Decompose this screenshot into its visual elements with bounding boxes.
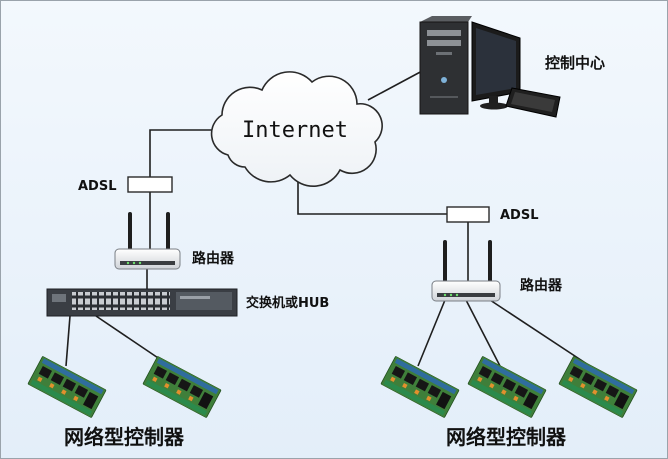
router-icon [114, 212, 181, 270]
link-right-router-to-controller-3 [489, 299, 591, 367]
link-internet-to-control-center [367, 69, 425, 101]
left-adsl-label: ADSL [78, 179, 117, 194]
link-right-router-to-controller-1 [417, 299, 446, 367]
left-controllers-label: 网络型控制器 [64, 425, 185, 449]
right-adsl-label: ADSL [500, 208, 539, 223]
adsl-modem-icon [127, 176, 173, 193]
left-router-label: 路由器 [192, 250, 235, 267]
internet-label: Internet [242, 118, 348, 143]
link-internet-to-right-adsl [297, 172, 447, 215]
right-router-label: 路由器 [520, 277, 563, 294]
link-internet-to-left-adsl [149, 129, 224, 177]
router-icon [431, 240, 501, 302]
link-switch-to-controller-1 [65, 315, 71, 367]
control-center-label: 控制中心 [545, 54, 605, 72]
right-controllers-label: 网络型控制器 [446, 425, 567, 449]
adsl-modem-icon [446, 206, 490, 223]
switch-label: 交换机或HUB [246, 295, 329, 311]
cloud-icon [210, 71, 383, 187]
switch-icon [46, 288, 238, 317]
link-right-router-to-controller-2 [465, 299, 501, 367]
computer-icon [419, 16, 561, 118]
